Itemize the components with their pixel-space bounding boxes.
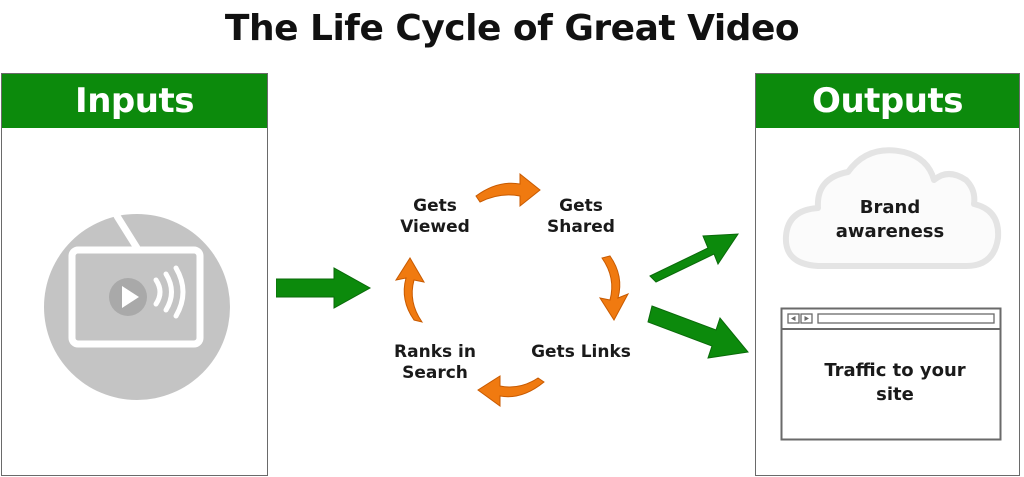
inputs-header: Inputs: [2, 74, 267, 128]
brand-awareness-label: Brand awareness: [835, 197, 945, 242]
cycle-arrow-left-icon: [474, 370, 548, 412]
browser-window-icon: [780, 307, 1002, 441]
cycle-step-search: Ranks in Search: [394, 342, 476, 383]
cycle-step-shared: Gets Shared: [547, 196, 615, 237]
cycle-step-viewed: Gets Viewed: [400, 196, 470, 237]
diagram-title: The Life Cycle of Great Video: [224, 8, 800, 49]
cycle-step-links: Gets Links: [531, 342, 631, 362]
outputs-header: Outputs: [756, 74, 1019, 128]
cycle-arrow-down-icon: [590, 254, 632, 324]
traffic-label: Traffic to your site: [824, 360, 966, 405]
output-arrow-up-icon: [640, 214, 740, 284]
cycle-arrow-right-icon: [472, 168, 544, 210]
inputs-panel: Inputs: [1, 73, 268, 476]
input-arrow-icon: [276, 266, 372, 310]
cycle-arrow-up-icon: [390, 254, 432, 324]
video-tv-icon: [42, 212, 232, 402]
cloud-icon: [778, 138, 1004, 274]
output-arrow-down-icon: [646, 300, 750, 364]
